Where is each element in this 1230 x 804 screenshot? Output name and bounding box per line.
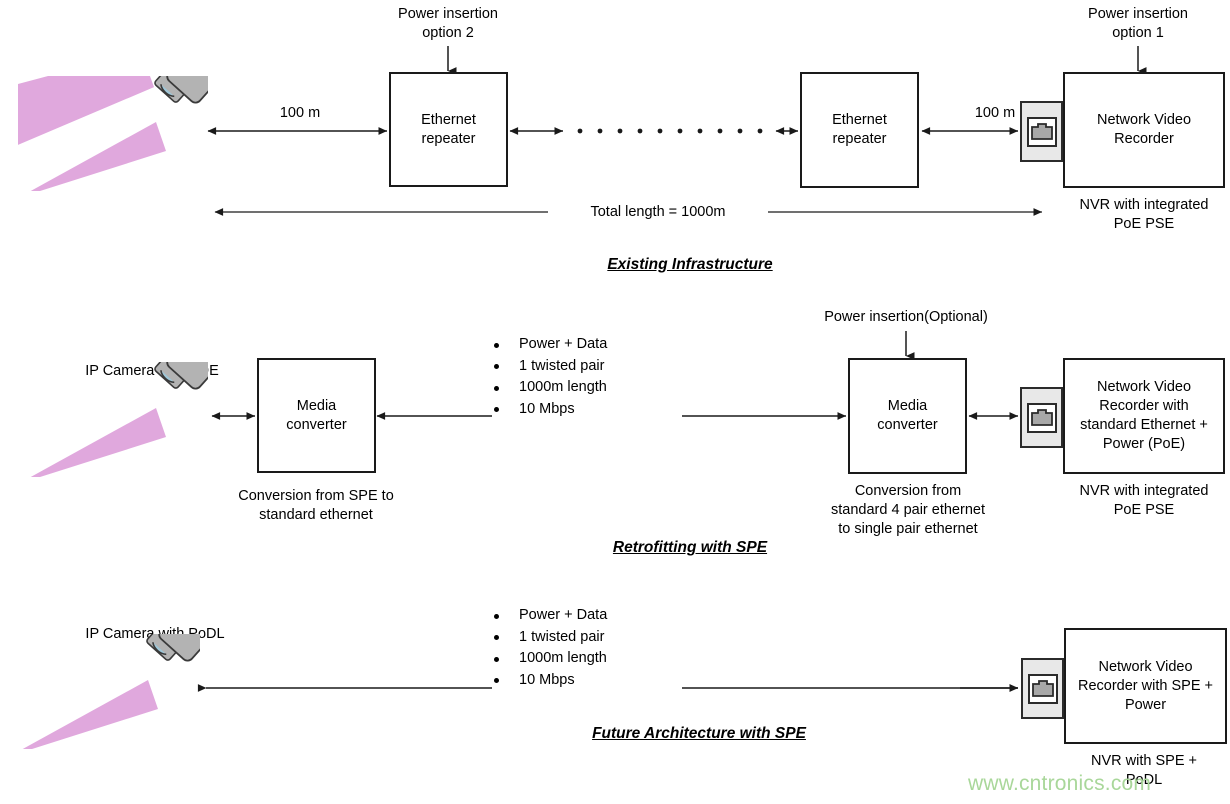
rj45-jack-icon-row1 <box>1020 101 1063 162</box>
span-right-100m-label-row1: 100 m <box>974 105 1016 121</box>
spe-link-bullets-row3: Power + Data 1 twisted pair 1000m length… <box>492 605 682 691</box>
ethernet-repeater-2[interactable]: Ethernet repeater <box>800 72 919 188</box>
bullet-item: Power + Data <box>492 605 682 627</box>
section-title-existing-infrastructure: Existing Infrastructure <box>607 256 773 273</box>
power-insertion-option-1-label: Power insertion option 1 <box>1088 6 1188 41</box>
bullet-item: 1 twisted pair <box>492 627 682 649</box>
bullet-item: Power + Data <box>492 334 682 356</box>
network-video-recorder-row3[interactable]: Network Video Recorder with SPE + Power <box>1064 628 1227 744</box>
bullet-item: 1000m length <box>492 377 682 399</box>
rj45-jack-icon-row2 <box>1020 387 1063 448</box>
media-converter-1-caption: Conversion from SPE to standard ethernet <box>238 488 394 523</box>
ip-camera-icon-row3 <box>0 606 214 756</box>
network-video-recorder-row1[interactable]: Network Video Recorder <box>1063 72 1225 188</box>
media-converter-2[interactable]: Media converter <box>848 358 967 474</box>
network-video-recorder-row2[interactable]: Network Video Recorder with standard Eth… <box>1063 358 1225 474</box>
rj45-jack-icon-row3 <box>1021 658 1064 719</box>
ip-camera-icon-row1 <box>8 48 222 198</box>
media-converter-2-label: Media converter <box>877 398 938 433</box>
network-video-recorder-row1-label: Network Video Recorder <box>1096 112 1192 147</box>
watermark: www.cntronics.com <box>968 772 1152 795</box>
nvr-caption-row2: NVR with integrated PoE PSE <box>1079 483 1209 518</box>
bullet-item: 10 Mbps <box>492 670 682 692</box>
section-title-retrofitting-with-spe: Retrofitting with SPE <box>612 539 768 556</box>
nvr-caption-row3: NVR with SPE + PoDL <box>1091 753 1197 788</box>
spe-link-bullets-row2: Power + Data 1 twisted pair 1000m length… <box>492 334 682 420</box>
bullet-item: 1 twisted pair <box>492 356 682 378</box>
power-insertion-option-2-label: Power insertion option 2 <box>398 6 498 41</box>
ip-camera-icon-row2 <box>8 334 222 484</box>
span-left-100m-label-row1: 100 m <box>279 105 321 121</box>
ethernet-repeater-1-label: Ethernet repeater <box>421 111 476 147</box>
power-insertion-optional-label: Power insertion(Optional) <box>824 309 988 325</box>
network-video-recorder-row2-label: Network Video Recorder with standard Eth… <box>1080 379 1208 452</box>
bullet-item: 1000m length <box>492 648 682 670</box>
media-converter-1[interactable]: Media converter <box>257 358 376 473</box>
ethernet-repeater-2-label: Ethernet repeater <box>832 112 887 147</box>
section-title-future-architecture-with-spe: Future Architecture with SPE <box>592 725 806 742</box>
total-length-label: Total length = 1000m <box>548 203 768 222</box>
media-converter-2-caption: Conversion from standard 4 pair ethernet… <box>831 483 985 537</box>
nvr-caption-row1: NVR with integrated PoE PSE <box>1079 197 1209 232</box>
media-converter-1-label: Media converter <box>286 397 347 433</box>
ethernet-repeater-1[interactable]: Ethernet repeater <box>389 72 508 187</box>
network-video-recorder-row3-label: Network Video Recorder with SPE + Power <box>1078 658 1213 713</box>
bullet-item: 10 Mbps <box>492 399 682 421</box>
